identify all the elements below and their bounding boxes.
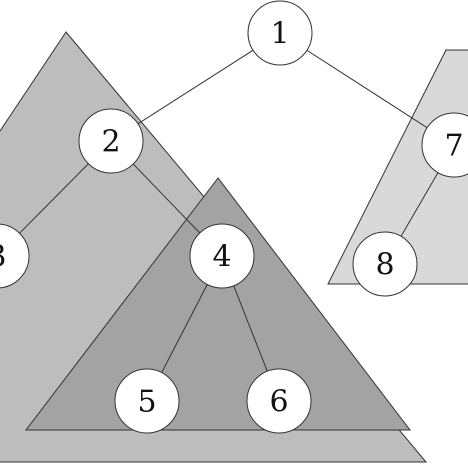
node-label: 8	[375, 248, 394, 283]
node-circle	[421, 112, 468, 178]
tree-nodes: 1 2 3 4 5 6 7 8	[0, 0, 468, 434]
node-circle	[0, 223, 30, 289]
tree-node-5: 5	[114, 368, 180, 434]
tree-node-3: 3	[0, 223, 30, 289]
node-label: 5	[137, 385, 156, 420]
tree-node-7: 7	[421, 112, 468, 178]
node-label: 7	[444, 129, 463, 164]
edge-n1-n2	[110, 32, 281, 142]
edge-n1-n7	[279, 32, 455, 146]
region-node-7	[327, 49, 468, 285]
node-label: 1	[270, 17, 289, 52]
node-circle	[114, 368, 180, 434]
node-circle	[247, 0, 313, 66]
tree-node-6: 6	[246, 368, 312, 434]
tree-node-1: 1	[247, 0, 313, 66]
node-circle	[246, 368, 312, 434]
region-node-4	[24, 177, 412, 431]
node-circle	[189, 223, 255, 289]
tree-node-4: 4	[189, 223, 255, 289]
node-label: 6	[269, 385, 288, 420]
tree-node-8: 8	[352, 231, 418, 297]
node-circle	[78, 108, 144, 174]
tree-node-2: 2	[78, 108, 144, 174]
node-label: 4	[212, 240, 231, 275]
node-label: 3	[0, 240, 7, 275]
node-circle	[352, 231, 418, 297]
node-label: 2	[101, 125, 120, 160]
